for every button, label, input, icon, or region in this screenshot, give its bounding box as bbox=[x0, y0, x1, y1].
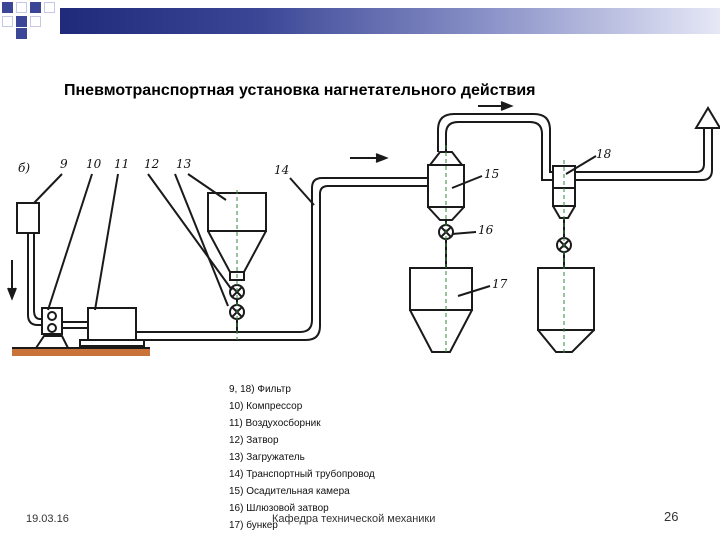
filter-9 bbox=[16, 202, 40, 234]
callout-16: 16 bbox=[478, 223, 494, 237]
callout-13: 13 bbox=[176, 157, 192, 171]
header-gradient-bar bbox=[60, 8, 720, 34]
legend-item: 12) Затвор bbox=[229, 435, 279, 446]
variant-label: б) bbox=[18, 161, 30, 175]
legend-item: 15) Осадительная камера bbox=[229, 486, 350, 497]
legend-item: 11) Воздухосборник bbox=[229, 418, 321, 429]
page-number: 26 bbox=[664, 509, 679, 524]
callout-17: 17 bbox=[492, 277, 508, 291]
pneumatic-transport-diagram: б) 9 10 11 12 13 14 15 16 17 18 bbox=[7, 101, 720, 356]
callout-18: 18 bbox=[596, 147, 612, 161]
callout-10: 10 bbox=[86, 157, 102, 171]
bunker-17 bbox=[409, 267, 473, 353]
legend-item: 17) бункер bbox=[229, 520, 278, 531]
filter-18 bbox=[537, 165, 595, 353]
legend-item: 10) Компрессор bbox=[229, 401, 303, 412]
ground bbox=[12, 348, 150, 356]
callout-9: 9 bbox=[60, 157, 68, 171]
legend-item: 14) Транспортный трубопровод bbox=[229, 469, 375, 480]
slide-title: Пневмотранспортная установка нагнетатель… bbox=[64, 82, 536, 99]
footer-department: Кафедра технической механики bbox=[272, 513, 436, 525]
legend-item: 13) Загружатель bbox=[229, 452, 305, 463]
callout-14: 14 bbox=[274, 163, 289, 177]
header-bar bbox=[0, 0, 720, 40]
legend: 9, 18) Фильтр 10) Компрессор 11) Воздухо… bbox=[229, 381, 375, 534]
callout-11: 11 bbox=[114, 157, 129, 171]
footer-date: 19.03.16 bbox=[26, 513, 69, 525]
legend-item: 16) Шлюзовой затвор bbox=[229, 503, 329, 514]
decorative-squares bbox=[0, 0, 60, 40]
callout-12: 12 bbox=[144, 157, 159, 171]
receiver-11 bbox=[62, 307, 145, 347]
legend-item: 9, 18) Фильтр bbox=[229, 384, 291, 395]
callout-15: 15 bbox=[484, 167, 499, 181]
